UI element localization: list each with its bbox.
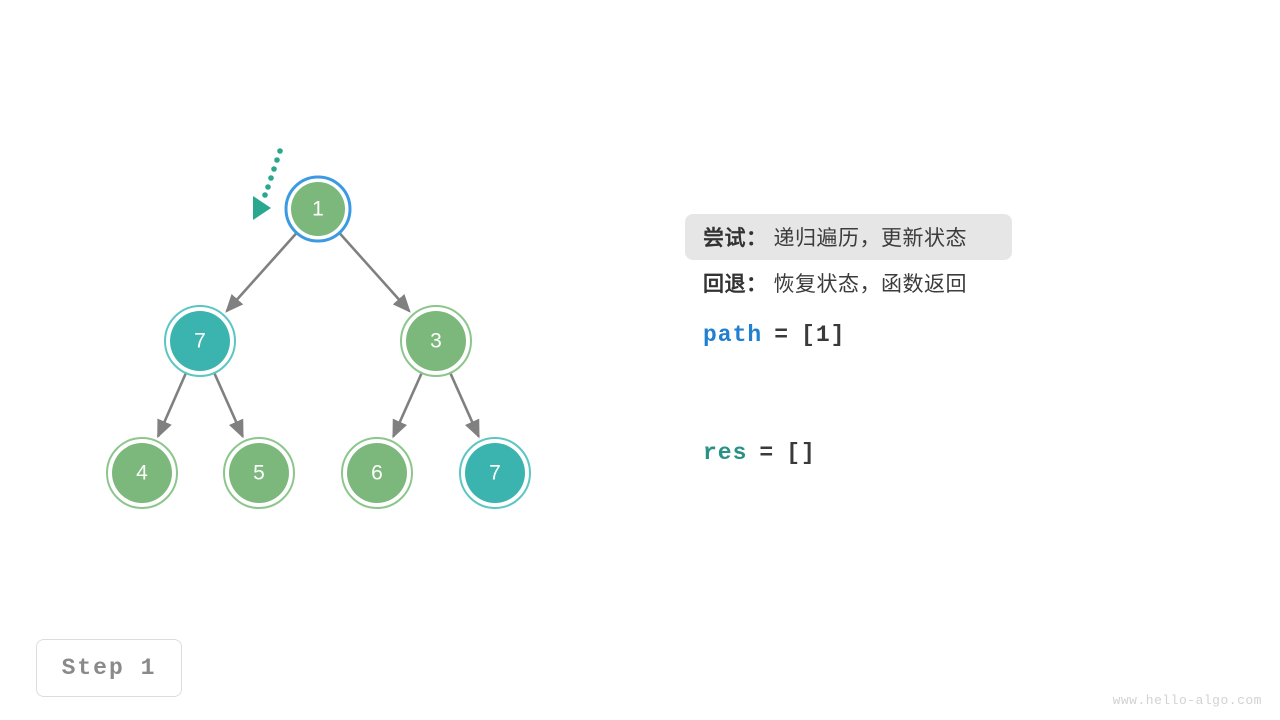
node-ring bbox=[223, 437, 295, 509]
tree-nodes: 1 7 3 4 5 6 7 bbox=[106, 175, 531, 509]
tree-edge bbox=[212, 371, 244, 439]
node-label: 1 bbox=[312, 198, 324, 221]
node-ring bbox=[284, 175, 352, 243]
tree-edge bbox=[392, 371, 424, 439]
note-value-backtrack: 恢复状态，函数返回 bbox=[773, 273, 967, 296]
note-key-try: 尝试： bbox=[703, 227, 768, 250]
node-label: 5 bbox=[253, 462, 265, 485]
tree-node-7[interactable]: 7 bbox=[459, 437, 531, 509]
node-ring bbox=[400, 305, 472, 377]
node-body bbox=[465, 443, 525, 503]
tree-edges bbox=[156, 231, 480, 439]
node-ring bbox=[459, 437, 531, 509]
pointer-triangle-icon bbox=[253, 196, 271, 220]
variable-value-res: [] bbox=[786, 440, 816, 466]
variable-name-path: path bbox=[703, 322, 763, 348]
node-ring bbox=[164, 305, 236, 377]
node-label: 7 bbox=[489, 462, 501, 485]
pointer-trail-dot bbox=[274, 157, 280, 163]
tree-node-1[interactable]: 1 bbox=[284, 175, 352, 243]
note-row-backtrack: 回退： 恢复状态，函数返回 bbox=[685, 260, 1012, 306]
node-body bbox=[347, 443, 407, 503]
tree-edge bbox=[225, 231, 299, 313]
node-ring bbox=[341, 437, 413, 509]
note-value-try: 递归遍历，更新状态 bbox=[773, 227, 967, 250]
watermark: www.hello-algo.com bbox=[1112, 693, 1262, 708]
pointer-trail-dot bbox=[262, 192, 268, 198]
pointer-trail-dot bbox=[277, 148, 283, 154]
node-label: 4 bbox=[136, 462, 148, 485]
assignment-operator-path: = bbox=[774, 322, 790, 348]
code-line-res: res = [] bbox=[685, 424, 1205, 482]
pointer-trail-dot bbox=[271, 166, 277, 172]
code-line-path: path = [1] bbox=[685, 306, 1205, 364]
tree-node-5[interactable]: 5 bbox=[223, 437, 295, 509]
info-panel: 尝试： 递归遍历，更新状态 回退： 恢复状态，函数返回 path = [1] r… bbox=[685, 214, 1205, 482]
pointer-trail-dot bbox=[265, 184, 271, 190]
node-body bbox=[291, 182, 345, 236]
variable-name-res: res bbox=[703, 440, 748, 466]
assignment-operator-res: = bbox=[759, 440, 775, 466]
node-label: 3 bbox=[430, 330, 442, 353]
pointer-trail-dot bbox=[268, 175, 274, 181]
node-ring bbox=[106, 437, 178, 509]
note-row-try: 尝试： 递归遍历，更新状态 bbox=[685, 214, 1012, 260]
node-body bbox=[406, 311, 466, 371]
tree-edge bbox=[337, 231, 411, 313]
tree-node-3[interactable]: 3 bbox=[400, 305, 472, 377]
note-key-backtrack: 回退： bbox=[703, 273, 768, 296]
node-label: 7 bbox=[194, 330, 206, 353]
node-body bbox=[112, 443, 172, 503]
tree-node-4[interactable]: 4 bbox=[106, 437, 178, 509]
tree-node-7[interactable]: 7 bbox=[164, 305, 236, 377]
tree-node-6[interactable]: 6 bbox=[341, 437, 413, 509]
variable-value-path: [1] bbox=[801, 322, 846, 348]
step-badge: Step 1 bbox=[36, 639, 182, 697]
node-body bbox=[229, 443, 289, 503]
tree-edge bbox=[448, 371, 480, 439]
recursion-pointer-icon bbox=[253, 148, 283, 220]
tree-edge bbox=[156, 371, 188, 439]
node-label: 6 bbox=[371, 462, 383, 485]
node-body bbox=[170, 311, 230, 371]
